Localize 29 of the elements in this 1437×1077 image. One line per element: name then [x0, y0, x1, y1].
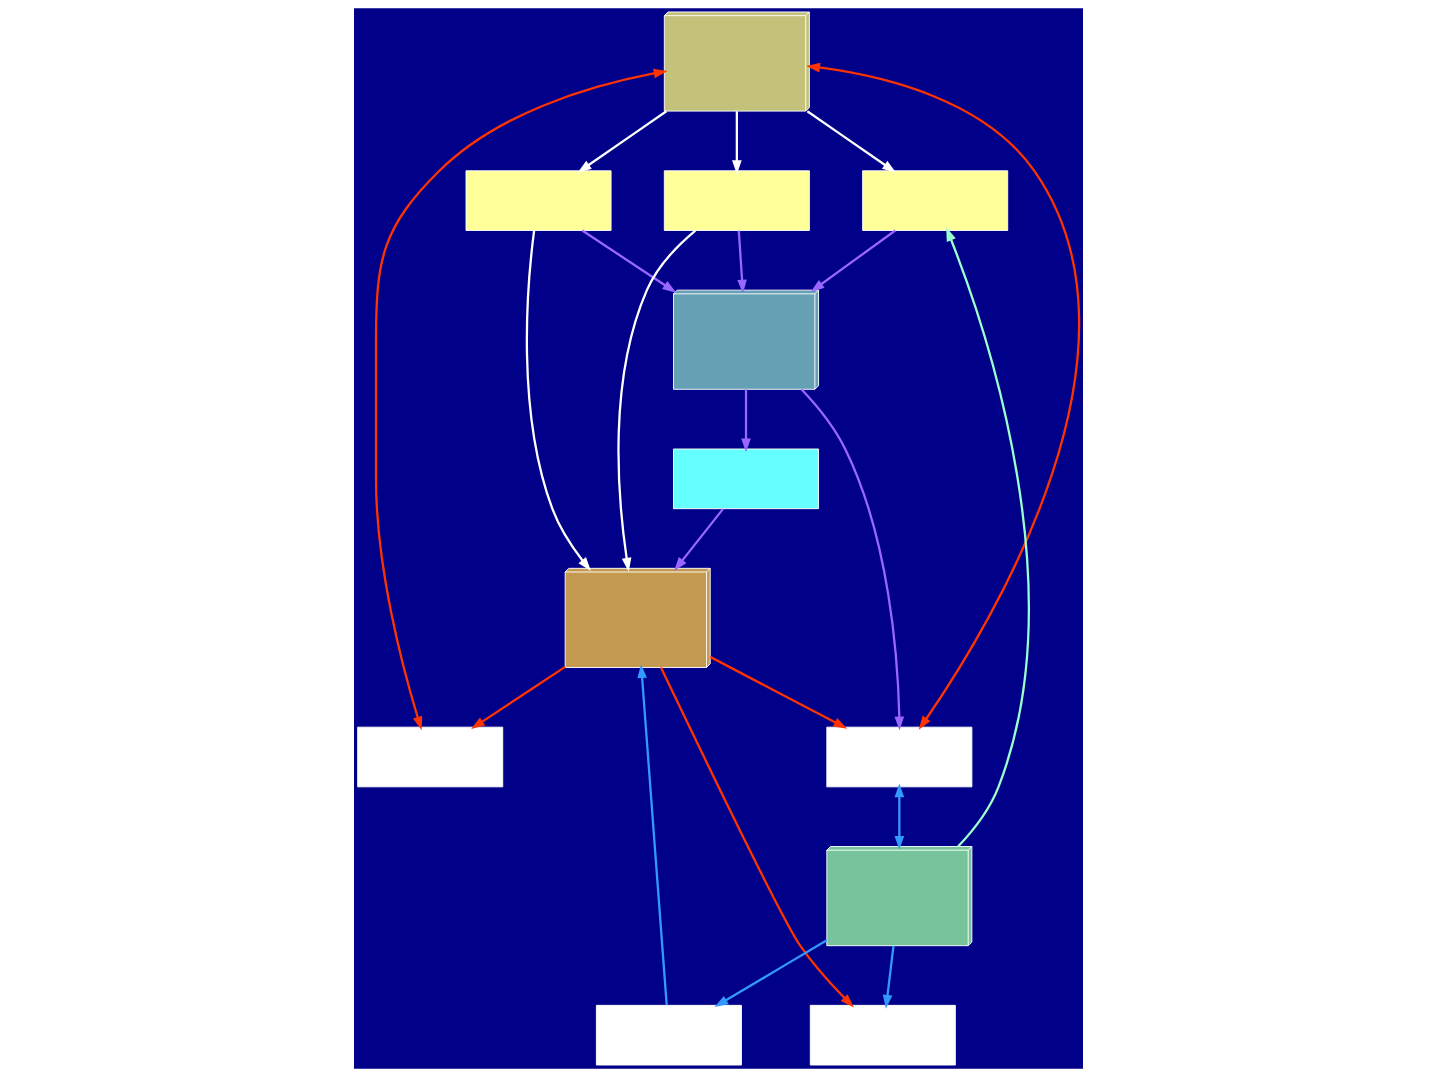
node-box	[465, 170, 612, 231]
arrow	[810, 229, 896, 292]
node-box	[826, 726, 973, 788]
arrow	[732, 111, 742, 175]
arrow	[659, 667, 854, 1008]
arrow	[806, 110, 897, 173]
node-box	[862, 170, 1009, 231]
arrow	[637, 664, 668, 1006]
arrow	[709, 655, 848, 729]
arrow	[525, 230, 591, 571]
arrow	[737, 230, 747, 294]
arrow	[374, 68, 668, 731]
arrow	[674, 508, 724, 571]
node-box	[357, 726, 504, 788]
node-box	[595, 1004, 742, 1066]
arrow	[617, 229, 697, 572]
arrow	[741, 389, 751, 453]
arrow	[581, 229, 677, 293]
arrow	[946, 227, 1030, 848]
arrow	[894, 783, 905, 850]
node-box	[809, 1004, 956, 1066]
arrow	[800, 388, 905, 731]
arrow	[577, 110, 668, 173]
node-box	[673, 448, 819, 510]
node-box	[663, 170, 810, 231]
arrow	[714, 939, 828, 1008]
arrow	[471, 665, 566, 730]
arrow	[806, 62, 1080, 730]
arrow	[882, 945, 895, 1009]
